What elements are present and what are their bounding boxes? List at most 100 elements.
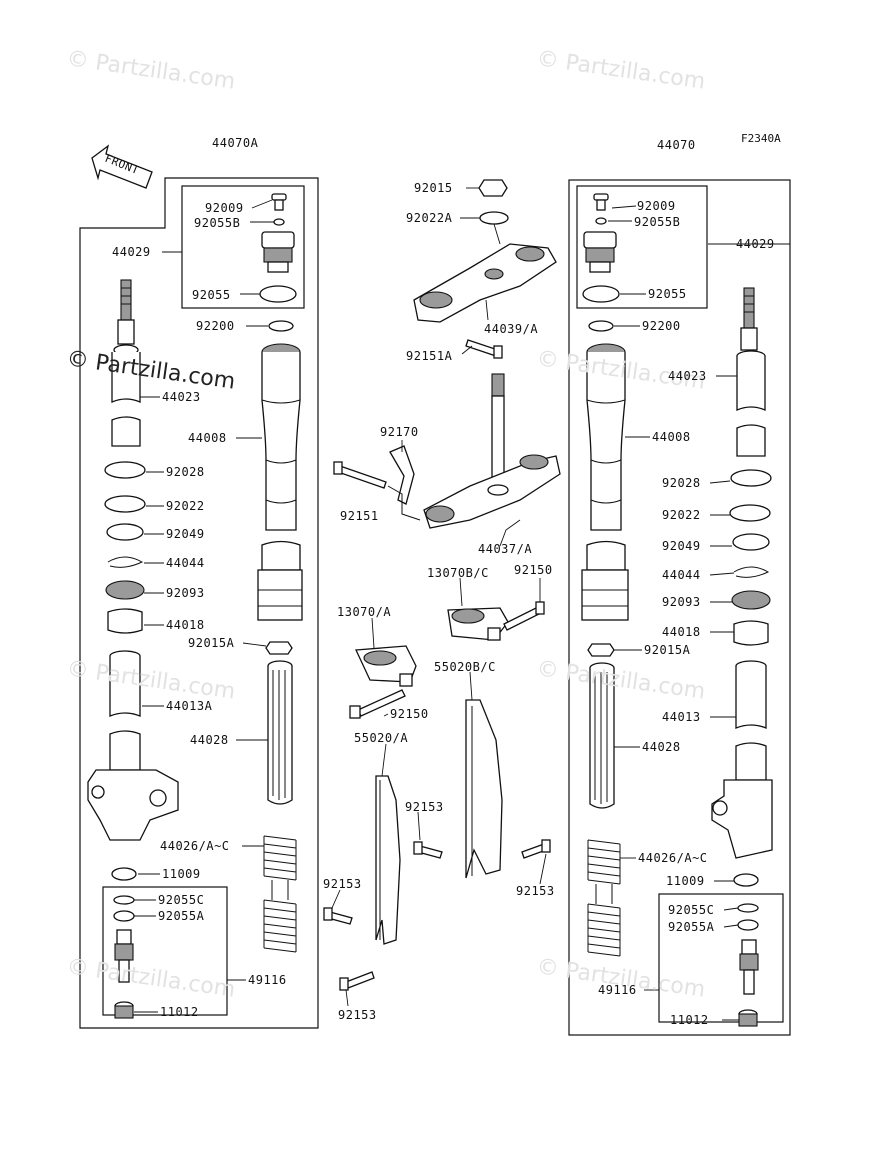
label-92022-right[interactable]: 92022 (662, 508, 701, 522)
left-washer-92200-part (268, 320, 294, 332)
label-44018-left[interactable]: 44018 (166, 618, 205, 632)
stem-44037-part (423, 373, 561, 529)
label-92055C-left[interactable]: 92055C (158, 893, 205, 907)
label-92151A[interactable]: 92151A (406, 349, 453, 363)
left-oring-92055B-part (273, 218, 285, 226)
figure-code: F2340A (741, 132, 781, 145)
right-washer-92022-part (729, 504, 771, 522)
center-bolt-92151A-part (465, 339, 503, 359)
left-outer-tube-44008-part (261, 343, 301, 531)
label-92055-right[interactable]: 92055 (648, 287, 687, 301)
label-92153-b[interactable]: 92153 (516, 884, 555, 898)
label-44026-left[interactable]: 44026/A~C (160, 839, 230, 853)
label-11012-right[interactable]: 11012 (670, 1013, 709, 1027)
right-outer-tube-44008-part (586, 343, 626, 531)
label-44023-left[interactable]: 44023 (162, 390, 201, 404)
right-outer-tube-lower-part (581, 540, 629, 621)
label-44013[interactable]: 44013 (662, 710, 701, 724)
label-44008-right[interactable]: 44008 (652, 430, 691, 444)
label-92015[interactable]: 92015 (414, 181, 453, 195)
label-92153-d[interactable]: 92153 (338, 1008, 377, 1022)
label-49116-right[interactable]: 49116 (598, 983, 637, 997)
label-92200-right[interactable]: 92200 (642, 319, 681, 333)
left-valve-subbox (102, 886, 228, 1016)
label-13070BC[interactable]: 13070B/C (427, 566, 489, 580)
label-92170[interactable]: 92170 (380, 425, 419, 439)
label-92049-left[interactable]: 92049 (166, 527, 205, 541)
right-oring-92055C-part (737, 903, 759, 913)
label-92049-right[interactable]: 92049 (662, 539, 701, 553)
label-92200-left[interactable]: 92200 (196, 319, 235, 333)
center-nut-92015-part (478, 179, 508, 197)
right-inner-tube-44023-part (736, 350, 766, 457)
label-92151[interactable]: 92151 (340, 509, 379, 523)
right-washer-11009-part (733, 873, 759, 887)
label-92055A-right[interactable]: 92055A (668, 920, 715, 934)
label-44037[interactable]: 44037/A (478, 542, 533, 556)
upper-clamp-44039-part (413, 243, 557, 323)
label-44018-right[interactable]: 44018 (662, 625, 701, 639)
label-92055-left[interactable]: 92055 (192, 288, 231, 302)
left-cap-subbox (181, 185, 305, 309)
label-44070A[interactable]: 44070A (212, 136, 259, 150)
label-44029-left[interactable]: 44029 (112, 245, 151, 259)
label-11012-left[interactable]: 11012 (160, 1005, 199, 1019)
label-44013A[interactable]: 44013A (166, 699, 213, 713)
label-92150-b[interactable]: 92150 (390, 707, 429, 721)
left-inner-tube-44023-part (111, 344, 141, 447)
left-spring-44026-part (263, 835, 297, 953)
left-assembly-frame (79, 177, 319, 1029)
cable-guide-92170-part (389, 445, 415, 505)
label-92015A-left[interactable]: 92015A (188, 636, 235, 650)
right-washer-92200-part (588, 320, 614, 332)
label-92093-left[interactable]: 92093 (166, 586, 205, 600)
label-92055B-left[interactable]: 92055B (194, 216, 241, 230)
right-assembly-frame (568, 179, 791, 1036)
label-92153-a[interactable]: 92153 (405, 800, 444, 814)
label-44044-right[interactable]: 44044 (662, 568, 701, 582)
right-oring-92055-part (582, 285, 620, 303)
label-92055C-right[interactable]: 92055C (668, 903, 715, 917)
label-44039[interactable]: 44039/A (484, 322, 539, 336)
center-bolt-92151-part (333, 461, 387, 489)
label-44008-left[interactable]: 44008 (188, 431, 227, 445)
label-55020BC[interactable]: 55020B/C (434, 660, 496, 674)
label-92015A-right[interactable]: 92015A (644, 643, 691, 657)
left-nut-92015A-part (265, 641, 293, 655)
label-13070A[interactable]: 13070/A (337, 605, 392, 619)
right-cap-subbox (576, 185, 708, 309)
label-11009-right[interactable]: 11009 (666, 874, 705, 888)
bolt-92150-a-part (503, 601, 545, 631)
label-92009-left[interactable]: 92009 (205, 201, 244, 215)
label-44023-right[interactable]: 44023 (668, 369, 707, 383)
label-92028-right[interactable]: 92028 (662, 476, 701, 490)
left-oring-92055-part (259, 285, 297, 303)
label-92055A-left[interactable]: 92055A (158, 909, 205, 923)
left-oring-92055C-part (113, 895, 135, 905)
clamp-13070BC-part (447, 607, 509, 641)
right-seal-92049-part (732, 533, 770, 551)
label-44070[interactable]: 44070 (657, 138, 696, 152)
label-55020A[interactable]: 55020/A (354, 731, 409, 745)
label-44044-left[interactable]: 44044 (166, 556, 205, 570)
label-44026-right[interactable]: 44026/A~C (638, 851, 708, 865)
right-bolt-11012-part (738, 1009, 758, 1027)
label-92009-right[interactable]: 92009 (637, 199, 676, 213)
label-92153-c[interactable]: 92153 (323, 877, 362, 891)
left-fork-cap-part (261, 231, 295, 273)
label-92022-left[interactable]: 92022 (166, 499, 205, 513)
label-92150-a[interactable]: 92150 (514, 563, 553, 577)
label-44028-left[interactable]: 44028 (190, 733, 229, 747)
label-92093-right[interactable]: 92093 (662, 595, 701, 609)
left-dustseal-92093-part (105, 580, 145, 600)
label-44028-right[interactable]: 44028 (642, 740, 681, 754)
right-bushing-92028-part (730, 469, 772, 487)
label-92055B-right[interactable]: 92055B (634, 215, 681, 229)
left-seal-92049-part (106, 523, 144, 541)
label-92028-left[interactable]: 92028 (166, 465, 205, 479)
label-92022A[interactable]: 92022A (406, 211, 453, 225)
label-49116-left[interactable]: 49116 (248, 973, 287, 987)
label-11009-left[interactable]: 11009 (162, 867, 201, 881)
label-44029-right[interactable]: 44029 (736, 237, 775, 251)
